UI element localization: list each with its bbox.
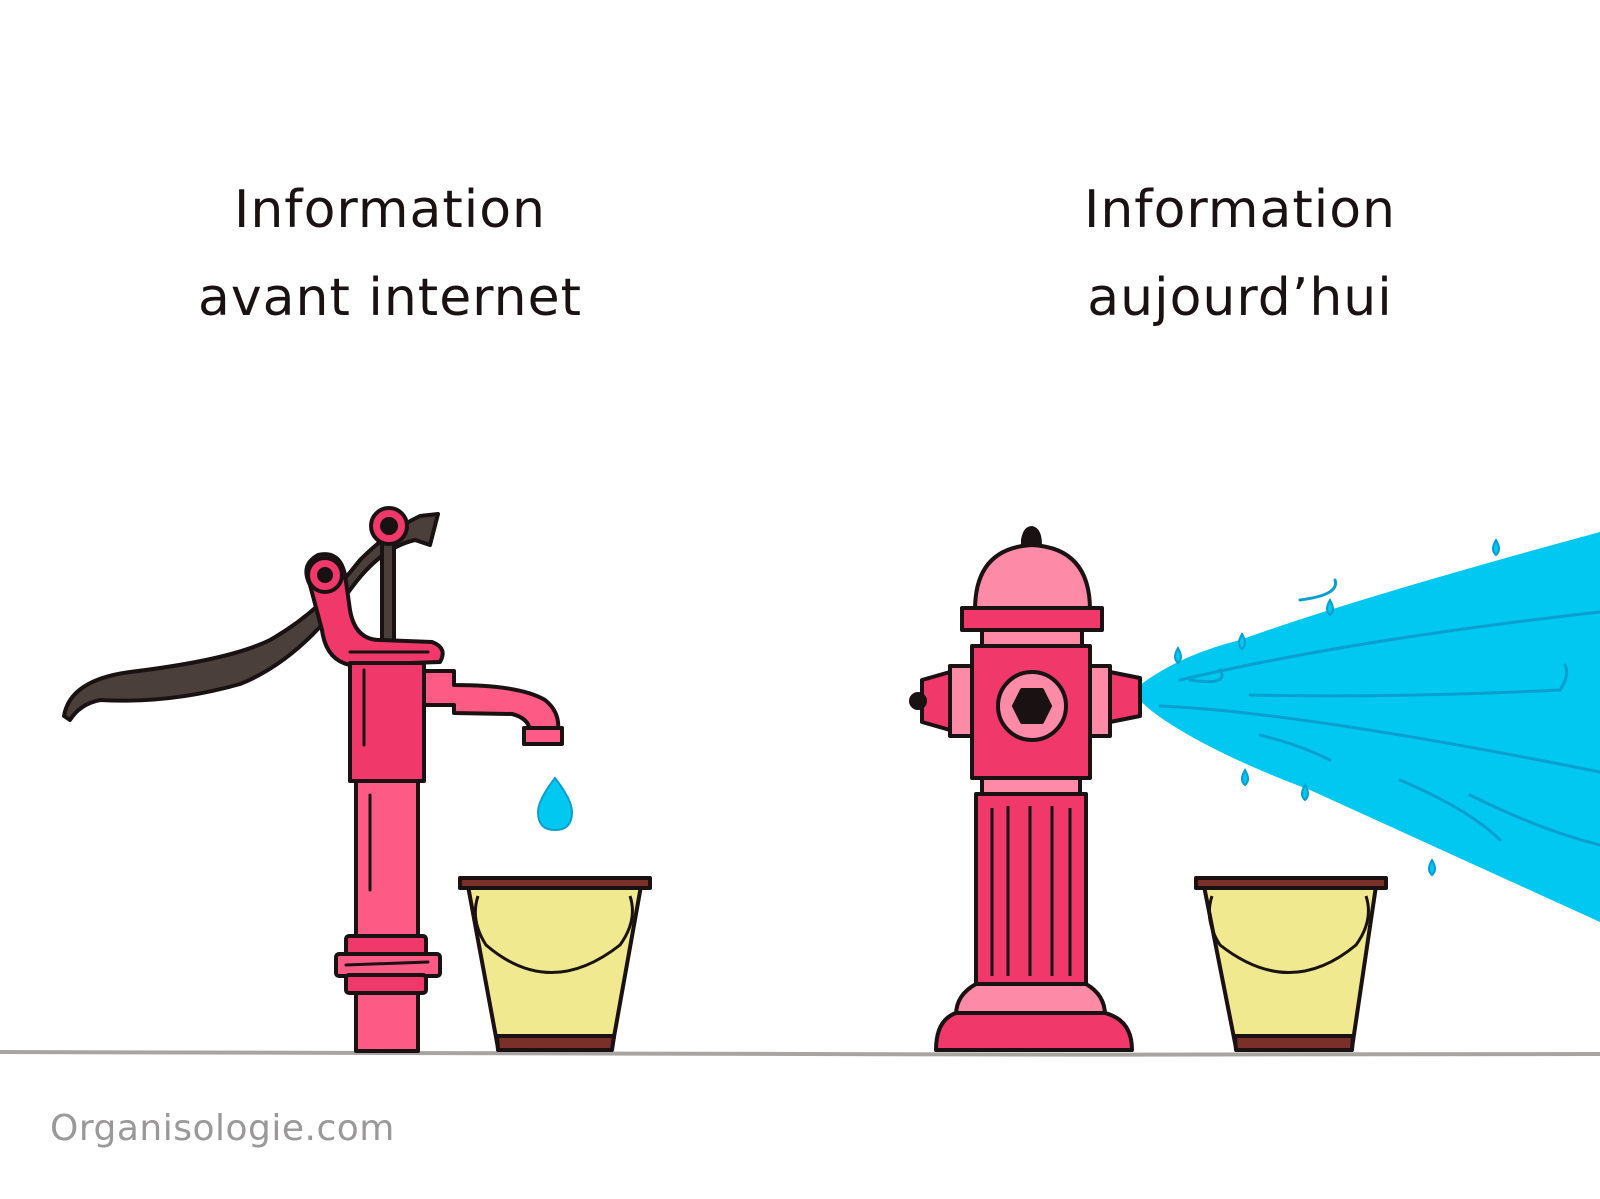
water-drop-icon (536, 776, 574, 832)
caption-today: Information aujourd’hui (1030, 166, 1450, 342)
bucket-icon (1194, 876, 1388, 1052)
hand-pump-icon (62, 506, 564, 1053)
fire-hydrant-icon (909, 526, 1142, 1052)
bucket-icon (458, 876, 652, 1052)
caption-before-internet: Information avant internet (170, 166, 610, 342)
caption-line-1: Information (233, 180, 546, 240)
caption-line-1: Information (1083, 180, 1396, 240)
caption-line-2: aujourd’hui (1087, 268, 1393, 328)
ground-line (0, 1050, 1600, 1057)
caption-line-2: avant internet (198, 268, 582, 328)
watermark: Organisologie.com (50, 1108, 395, 1149)
water-jet (1140, 532, 1600, 922)
